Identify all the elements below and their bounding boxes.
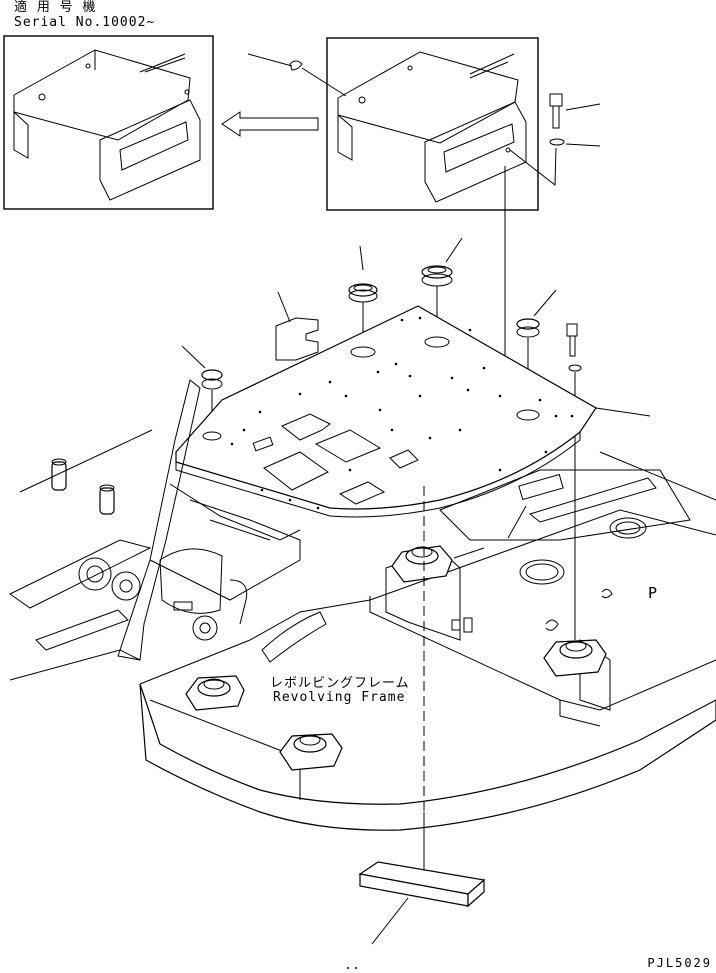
serial-applicability-caption: 適 用 号 機 [14,0,97,15]
grommet-2 [421,237,463,287]
drawing-code: PJL5029 [647,956,712,970]
revolving-frame-label-en: Revolving Frame [273,690,406,705]
engine-mount-rear-right [543,639,607,677]
arrow-to-left-inset [221,111,319,137]
revolving-frame-label-jp: レボルビングフレーム [270,676,410,691]
bottom-pad [358,861,486,945]
leader-line [247,53,293,67]
right-inset-box [326,37,539,211]
cover-left-inset [13,49,201,201]
clip-part [289,60,303,71]
leader-line [139,53,186,73]
grommet-4 [181,345,223,390]
engine-mount-front-right [279,733,343,771]
leader-line [469,53,515,75]
leader-line [301,67,347,97]
leader-line [509,147,557,187]
rubber-pad-c [275,291,319,361]
spacer-block [518,473,564,501]
side-mark: P [648,584,657,602]
leader-line [507,505,527,539]
left-inset-box [3,35,214,210]
grommet-3 [516,289,557,338]
engine-mount-rear-left [391,545,453,583]
grommet-1 [348,245,378,303]
leader-line [453,547,485,559]
bolt-top [549,93,601,129]
bolt-right [566,323,582,372]
cover-right-inset [337,51,527,203]
plate-holes [230,316,574,510]
washer-top [549,138,601,147]
engine-mount-front-left [185,675,245,711]
floor-plate [175,305,651,518]
serial-number-caption: Serial No.10002~ [14,15,156,30]
leader-line [371,897,409,945]
leader-line [595,407,651,417]
